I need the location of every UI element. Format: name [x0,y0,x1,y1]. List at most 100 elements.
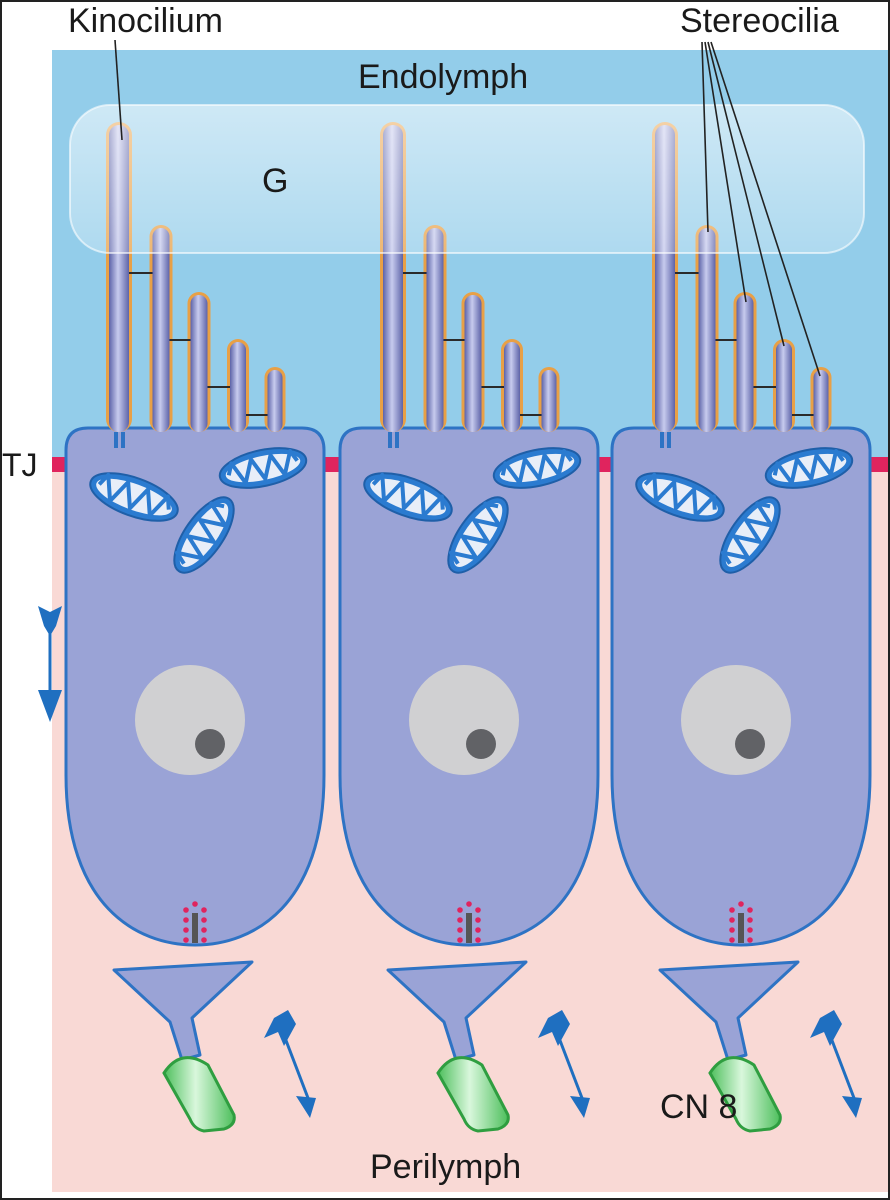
basal-body [114,432,118,448]
mitochondrion [492,447,582,489]
basal-body [121,432,125,448]
mitochondrion-cristae [772,449,845,485]
mitochondrion-matrix [725,502,775,568]
nucleolus [735,729,765,759]
stereocilium [504,342,520,432]
hair-cell-1 [64,122,326,1133]
signal-arrow-shaft [826,1029,856,1099]
stereocilium [698,228,716,432]
synaptic-vesicle [729,937,735,943]
mitochondrion [89,472,179,522]
mitochondrion [635,472,725,522]
mitochondrion-matrix [771,453,847,483]
mitochondrion-matrix [499,453,575,483]
synaptic-vesicle [729,907,735,913]
synaptic-ribbon [192,913,198,943]
mitochondrion-matrix [179,502,229,568]
afferent-terminal [386,960,528,1062]
mitochondrion-cristae [174,501,228,565]
hair-cells [38,122,872,1133]
gelatinous-layer [69,104,865,254]
signal-arrow-head [842,1096,862,1118]
afferent-terminal [658,960,800,1062]
mitochondrion [363,472,453,522]
synaptic-ribbon [738,913,744,943]
mitochondrion [764,447,854,489]
nerve-fiber [436,1056,510,1133]
stereocilium [541,370,557,432]
mitochondrion-matrix [96,478,172,516]
hair-cell-3 [610,122,872,1133]
mitochondrion [173,496,235,574]
synaptic-vesicle [183,927,189,933]
synaptic-vesicle [457,917,463,923]
synaptic-vesicle [457,907,463,913]
synaptic-vesicle [475,937,481,943]
mitochondrion [218,447,308,489]
stereocilium [426,228,444,432]
synaptic-vesicle [747,937,753,943]
afferent-terminal [112,960,254,1062]
stereocilium [267,370,283,432]
synaptic-vesicle [457,927,463,933]
stereocilia-label: Stereocilia [680,2,839,40]
synaptic-vesicle [475,917,481,923]
stereocilium [152,228,170,432]
nerve-fiber [162,1056,236,1133]
mitochondrion-cristae [500,449,573,485]
mitochondrion-cristae [371,472,445,518]
synaptic-vesicle [747,907,753,913]
mitochondrion-matrix [370,478,446,516]
synaptic-vesicle [183,907,189,913]
mitochondrion-matrix [642,478,718,516]
signal-arrow-head [296,1096,316,1118]
stereocilia-leader-3 [707,41,785,347]
basal-body [660,432,664,448]
synaptic-vesicle [729,917,735,923]
synaptic-ribbon [466,913,472,943]
mitochondrion [447,496,509,574]
stereocilium [464,295,482,432]
leader-lines [114,39,821,377]
nucleus [681,665,791,775]
signal-arrow-shaft [554,1029,584,1099]
mitochondrion-cristae [97,472,171,518]
synaptic-vesicle [475,927,481,933]
perilymph-label: Perilymph [370,1148,521,1186]
stereocilium [813,370,829,432]
mitochondrion-matrix [225,453,301,483]
stereocilium [230,342,246,432]
synaptic-vesicle [457,937,463,943]
kinocilium-leader [114,39,123,141]
basal-body [388,432,392,448]
stereocilia-leader-2 [704,41,747,303]
synaptic-vesicle [183,937,189,943]
gel-label: G [262,162,288,200]
nucleus [135,665,245,775]
synaptic-vesicle [201,927,207,933]
kinocilium-label: Kinocilium [68,2,223,40]
nucleus [409,665,519,775]
synaptic-vesicle [747,917,753,923]
nucleolus [466,729,496,759]
nerve-label: CN 8 [660,1088,737,1126]
synaptic-vesicle [747,927,753,933]
synaptic-vesicle [183,917,189,923]
side-current-arrow [38,606,62,722]
side-arrow-tail [38,606,62,636]
synaptic-vesicle [201,917,207,923]
stereocilia-leader-4 [710,41,821,377]
mitochondrion-cristae [448,501,502,565]
synaptic-vesicle [201,937,207,943]
mitochondrion-cristae [643,472,717,518]
signal-arrow-up [538,1010,570,1046]
endolymph-label: Endolymph [358,58,528,96]
mitochondrion-matrix [453,502,503,568]
nerve-fiber [708,1056,782,1133]
mitochondrion-cristae [720,501,774,565]
stereocilium [736,295,754,432]
side-arrow-head [38,690,62,722]
synaptic-vesicle [466,901,472,907]
synaptic-vesicle [729,927,735,933]
